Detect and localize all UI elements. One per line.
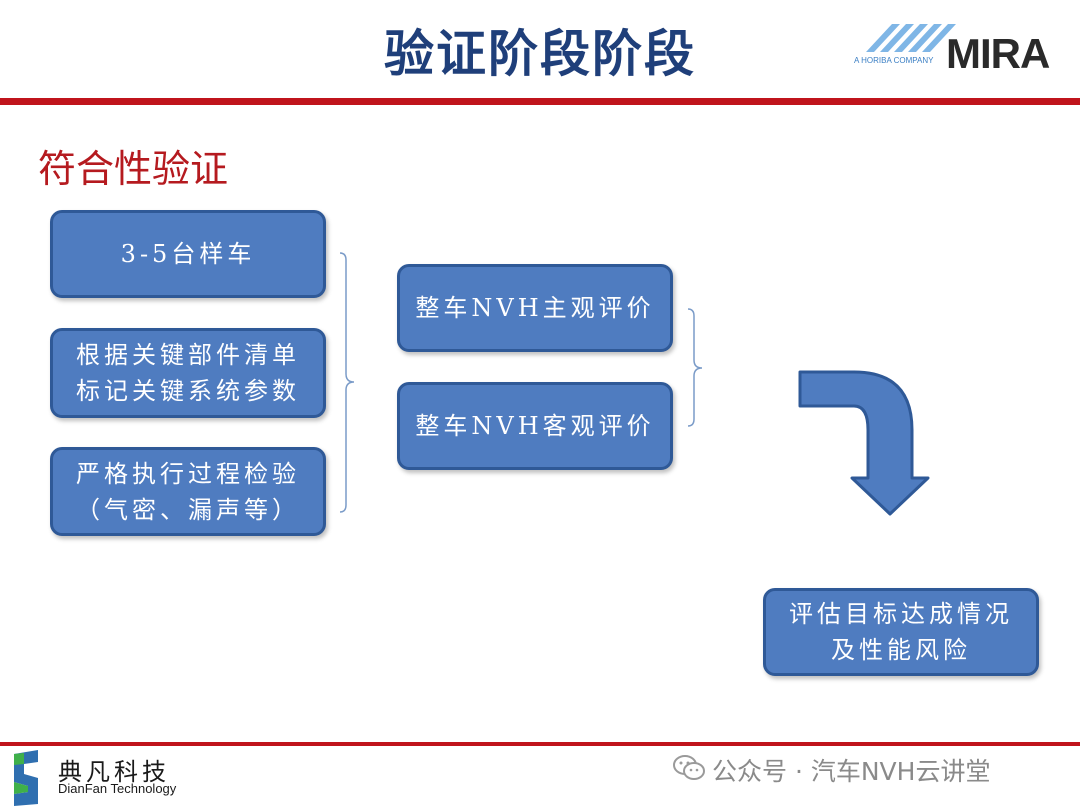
mira-tagline: A HORIBA COMPANY: [854, 56, 934, 65]
mira-brand-text: MIRA: [946, 30, 1050, 77]
box-objective-eval-text: 整车NVH客观评价: [415, 412, 655, 440]
box-subjective-eval-text: 整车NVH主观评价: [415, 294, 655, 322]
header-divider: [0, 98, 1080, 105]
bracket-left: [339, 252, 355, 513]
box-process-inspection-text: 严格执行过程检验 （气密、漏声等）: [76, 459, 300, 524]
slide-title: 验证阶段阶段: [384, 25, 696, 83]
box-result-assessment-text: 评估目标达成情况 及性能风险: [789, 600, 1013, 664]
box-key-parameters: 根据关键部件清单 标记关键系统参数: [50, 328, 326, 418]
box-result-assessment: 评估目标达成情况 及性能风险: [763, 588, 1039, 676]
down-turn-arrow: [798, 370, 930, 516]
wechat-icon: [673, 755, 705, 780]
bracket-middle: [687, 308, 703, 427]
watermark-text: 公众号 · 汽车NVH云讲堂: [712, 757, 991, 786]
dianfan-logo-icon: [14, 750, 38, 806]
mira-stripes-icon: [866, 24, 956, 52]
box-subjective-eval: 整车NVH主观评价: [397, 264, 673, 352]
box-sample-vehicles-text: 3-5台样车: [120, 240, 256, 268]
section-title: 符合性验证: [38, 147, 229, 191]
mira-logo: MIRA A HORIBA COMPANY: [854, 22, 1069, 82]
box-sample-vehicles: 3-5台样车: [50, 210, 326, 298]
company-name-en: DianFan Technology: [58, 781, 177, 796]
box-key-parameters-text: 根据关键部件清单 标记关键系统参数: [76, 341, 300, 405]
footer-divider: [0, 742, 1080, 746]
box-objective-eval: 整车NVH客观评价: [397, 382, 673, 470]
company-name-cn: 典凡科技: [58, 758, 170, 786]
box-process-inspection: 严格执行过程检验 （气密、漏声等）: [50, 447, 326, 536]
